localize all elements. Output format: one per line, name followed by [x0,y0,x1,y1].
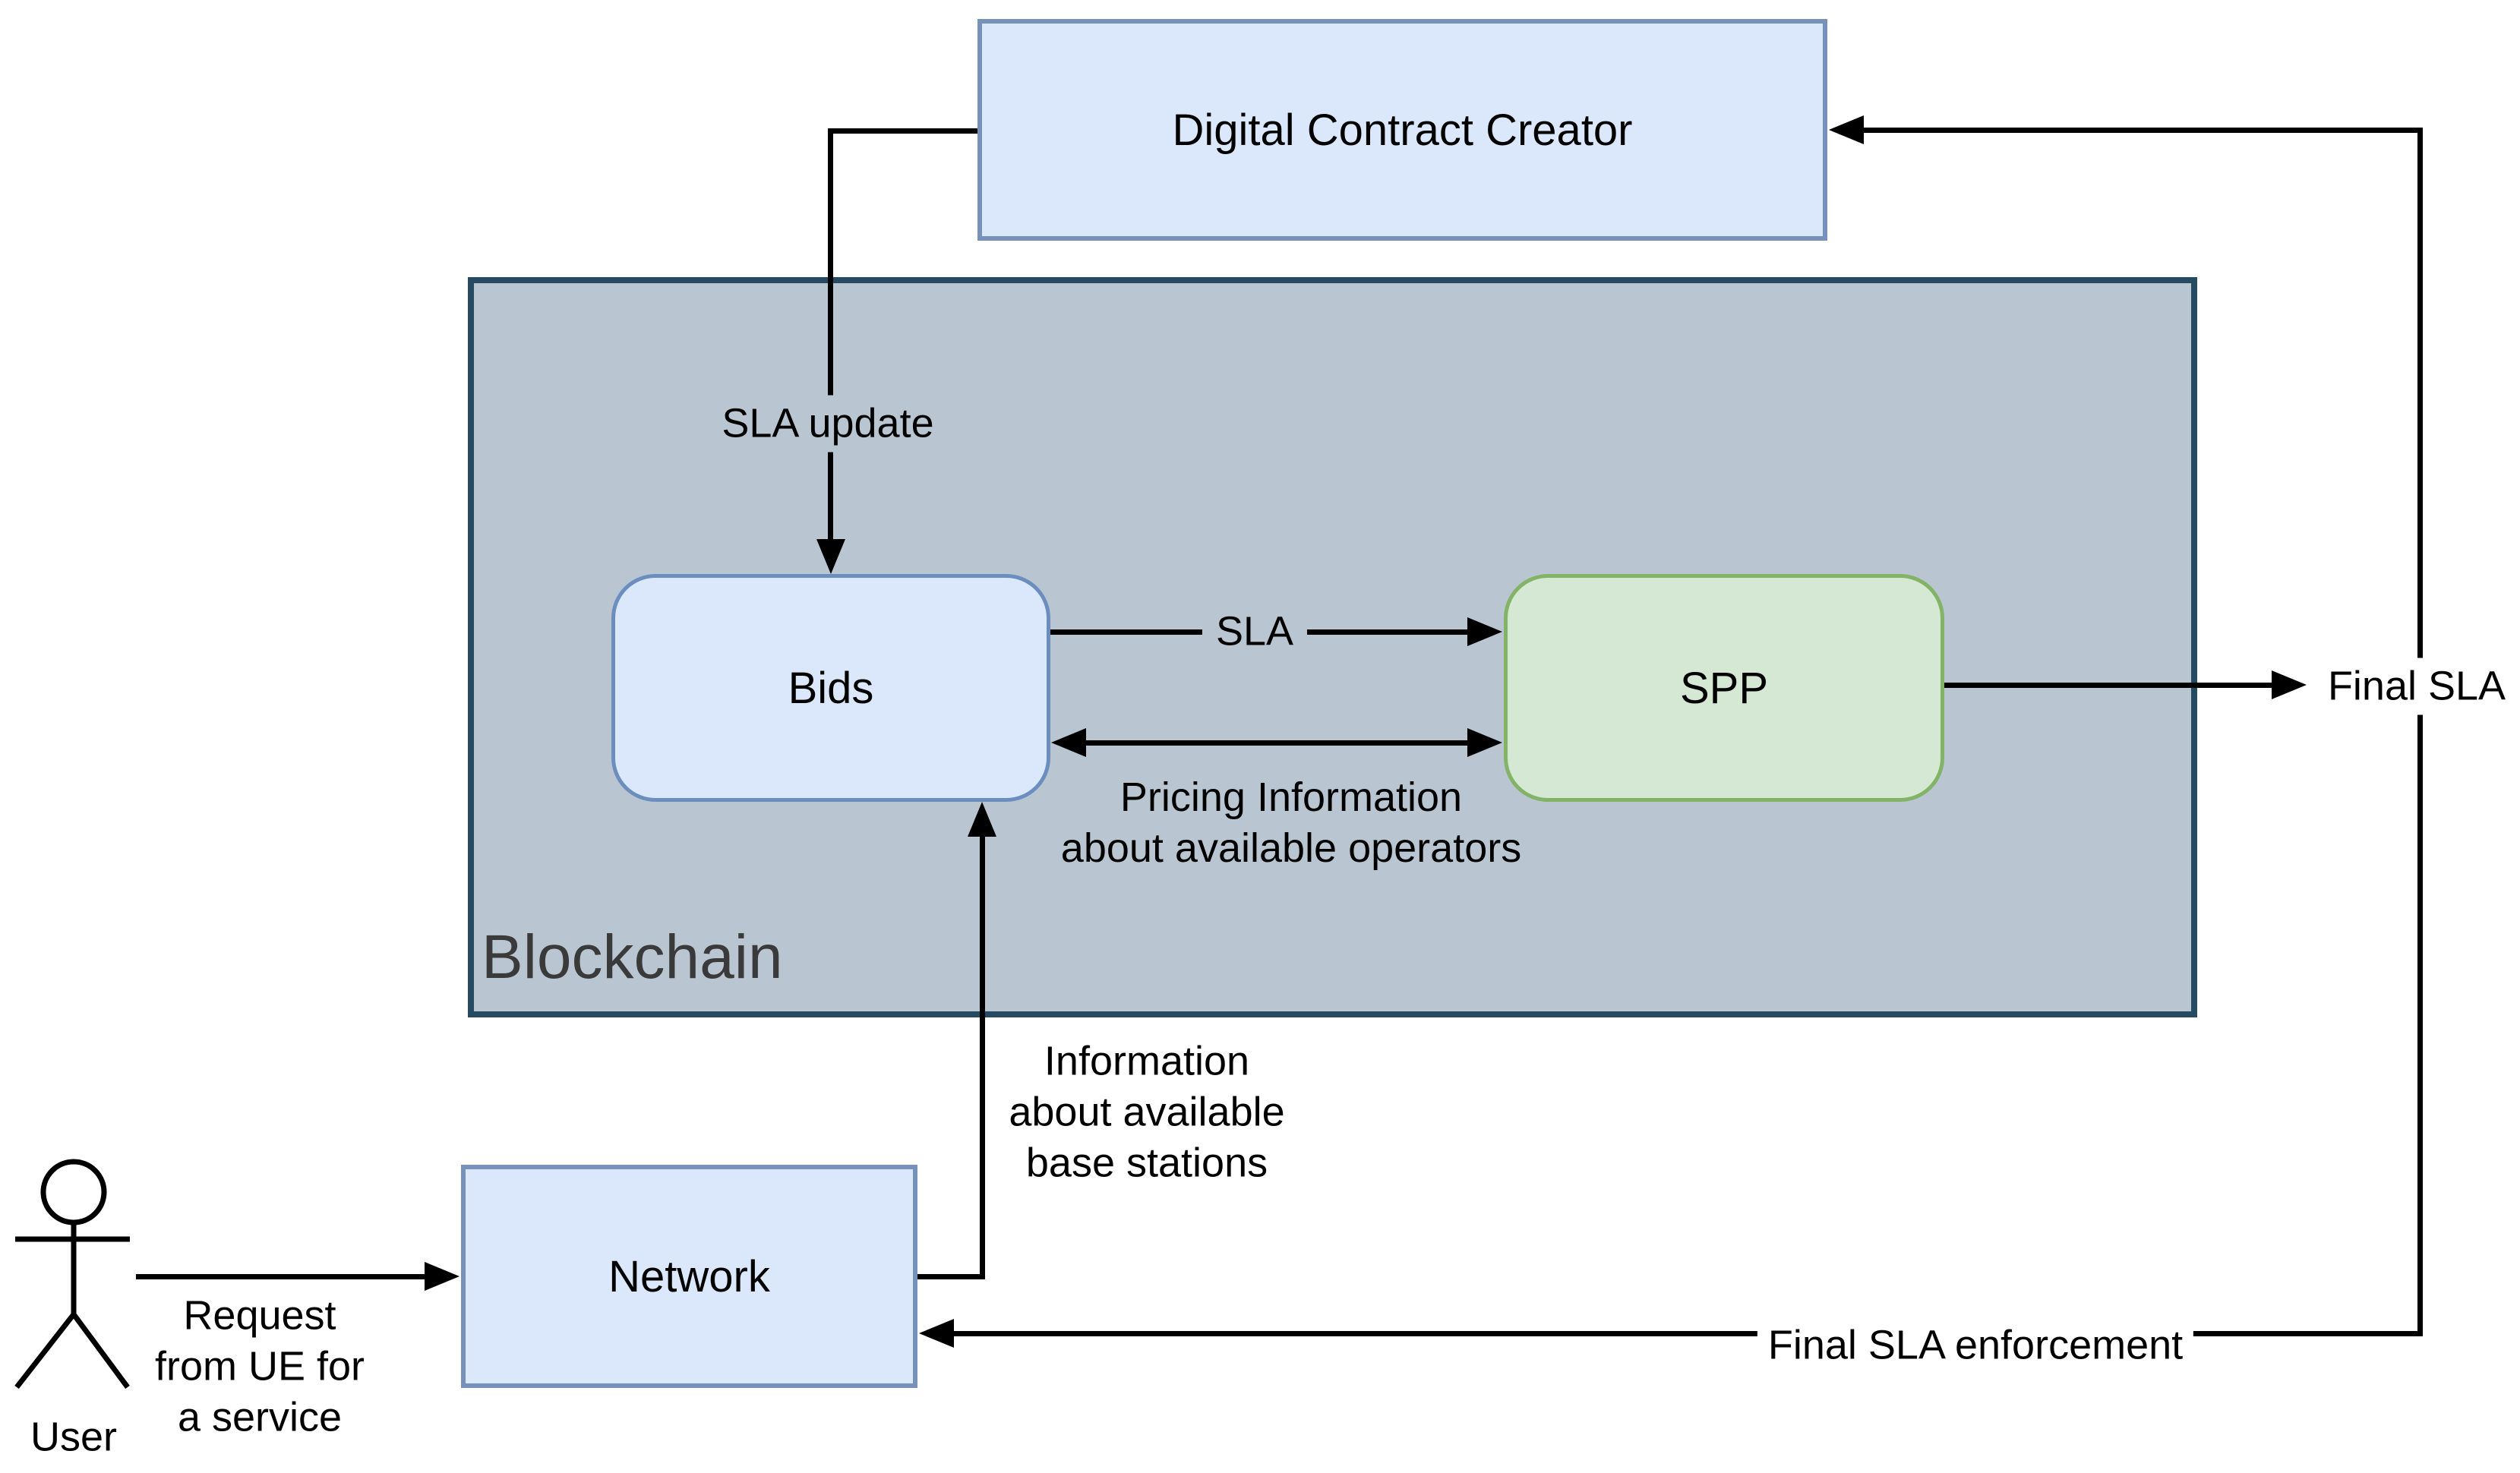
feedback-edge-top [1861,128,2423,133]
pricing-label: Pricing Information about available oper… [1060,774,1522,871]
info-label: Information about available base station… [1009,1038,1285,1186]
bids-node: Bids [611,574,1050,802]
enforcement-edge [951,1331,2423,1336]
dcc-feedback-arrowhead [1829,115,1864,144]
sla-update-edge-horizontal [828,128,977,134]
sla-update-edge-vertical [828,128,833,542]
info-arrowhead [968,802,996,837]
info-edge-vertical [980,834,985,1279]
pricing-arrowhead-right [1467,728,1502,757]
info-edge-horizontal [917,1274,985,1279]
network-label: Network [608,1251,770,1301]
blockchain-label: Blockchain [482,923,783,992]
bids-label: Bids [788,663,874,713]
request-label: Request from UE for a service [154,1292,365,1440]
spp-label: SPP [1679,663,1769,713]
feedback-edge-vertical [2417,128,2423,1336]
network-node: Network [461,1165,917,1388]
final-sla-arrowhead [2272,670,2307,699]
request-edge [136,1274,428,1279]
user-label: User [30,1414,118,1460]
final-sla-label: Final SLA [2316,658,2517,715]
spp-node: SPP [1504,574,1944,802]
sla-update-arrowhead [816,539,845,574]
digital-contract-creator-node: Digital Contract Creator [977,19,1827,241]
sla-label: SLA [1202,603,1308,661]
enforcement-arrowhead [919,1319,954,1348]
user-stick-figure-icon [14,1159,130,1389]
pricing-arrowhead-left [1051,728,1086,757]
sla-update-label: SLA update [708,395,948,453]
sla-arrowhead [1467,617,1502,646]
pricing-edge [1083,740,1470,746]
request-arrowhead [425,1262,459,1291]
digital-contract-creator-label: Digital Contract Creator [1172,105,1633,155]
final-sla-edge [1944,683,2274,688]
final-sla-enforcement-label: Final SLA enforcement [1757,1317,2194,1374]
